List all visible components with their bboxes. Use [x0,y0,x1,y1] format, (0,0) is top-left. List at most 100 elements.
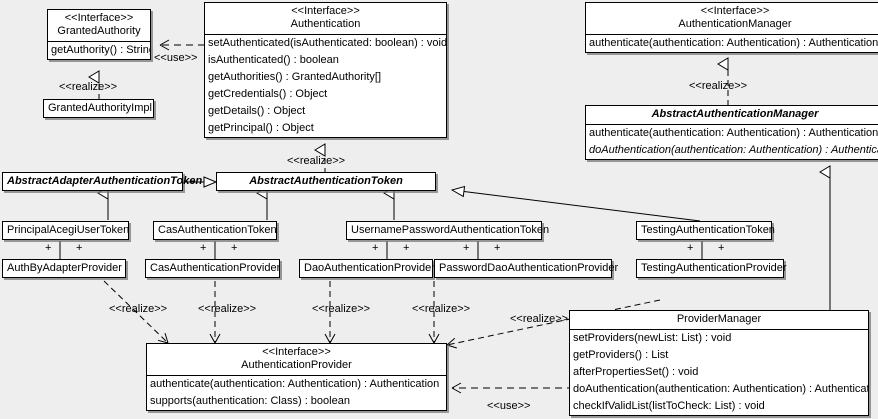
class-name: ProviderManager [676,313,762,325]
class-name: PasswordDaoAuthenticationProvider [439,262,619,274]
class-name: UsernamePasswordAuthenticationToken [351,224,550,236]
class-testing-authentication-token[interactable]: TestingAuthenticationToken [636,221,775,240]
class-name: GrantedAuthority [57,25,141,37]
class-member: doAuthentication(authentication: Authent… [589,144,878,156]
class-header: TestingAuthenticationProvider [637,260,787,277]
association-marker-plus: + [687,242,694,254]
class-dao-authentication-provider[interactable]: DaoAuthenticationProvider [299,259,435,278]
class-name: CasAuthenticationToken [158,224,277,236]
class-header: PrincipalAcegiUserToken [3,222,130,239]
class-member: getCredentials() : Object [208,88,328,100]
class-header: TestingAuthenticationToken [637,222,775,239]
association-marker-plus: + [463,242,470,254]
class-stereotype: <<Interface>> [700,5,770,17]
class-name: TestingAuthenticationProvider [641,262,787,274]
class-name: TestingAuthenticationToken [641,224,775,236]
class-header: <<Interface>> GrantedAuthority [48,10,150,41]
class-name: Authentication [290,18,361,30]
association-marker-plus: + [372,242,379,254]
class-granted-authority[interactable]: <<Interface>> GrantedAuthority getAuthor… [47,9,151,60]
class-members: setAuthenticated(isAuthenticated: boolea… [205,34,446,137]
association-marker-plus: + [76,242,83,254]
edge-label-realize-passworddaoauthenticationprovider: <<realize>> [412,303,471,315]
class-member: checkIfValidList(listToCheck: List) : vo… [573,400,765,412]
class-stereotype: <<Interface>> [64,12,134,24]
class-header: <<Interface>> AuthenticationProvider [147,344,446,375]
class-header: GrantedAuthorityImpl [44,100,153,117]
class-cas-authentication-token[interactable]: CasAuthenticationToken [153,221,277,240]
class-members: setProviders(newList: List) : void getPr… [570,329,868,415]
class-member: supports(authentication: Class) : boolea… [150,395,350,407]
class-members: authenticate(authentication: Authenticat… [586,34,878,52]
edge-label-realize-authbyadapterprovider: <<realize>> [109,303,168,315]
class-member: getPrincipal() : Object [208,122,314,134]
class-header: CasAuthenticationProvider [146,260,281,277]
class-granted-authority-impl[interactable]: GrantedAuthorityImpl [43,99,154,118]
edge-label-realize-daoauthenticationprovider: <<realize>> [312,303,371,315]
association-marker-plus: + [494,242,501,254]
association-marker-plus: + [403,242,410,254]
class-header: UsernamePasswordAuthenticationToken [347,222,550,239]
class-header: AbstractAuthenticationManager [586,106,878,124]
edge-label-realize-abstractauthenticationmanager: <<realize>> [689,80,748,92]
class-name: DaoAuthenticationProvider [304,262,435,274]
class-name: CasAuthenticationProvider [150,262,281,274]
class-members: getAuthority() : String [48,41,150,59]
edge-label-realize-grantedauthorityimpl: <<realize>> [59,81,118,93]
class-authentication[interactable]: <<Interface>> Authentication setAuthenti… [204,2,447,138]
association-marker-plus: + [718,242,725,254]
class-members: authenticate(authentication: Authenticat… [586,124,878,159]
class-stereotype: <<Interface>> [291,5,360,17]
class-abstract-authentication-token[interactable]: AbstractAuthenticationToken [216,172,436,191]
class-header: PasswordDaoAuthenticationProvider [435,260,619,277]
class-name: AbstractAdapterAuthenticationToken [7,175,203,187]
class-member: getAuthorities() : GrantedAuthority[] [208,71,382,83]
edge-label-use-providermanager-authenticationprovider: <<use>> [487,400,531,412]
edge-label-realize-abstractauthenticationtoken: <<realize>> [287,155,346,167]
class-authentication-provider[interactable]: <<Interface>> AuthenticationProvider aut… [146,343,447,411]
class-name: AuthenticationManager [678,18,792,30]
class-name: PrincipalAcegiUserToken [7,224,130,236]
class-header: AbstractAdapterAuthenticationToken [3,173,203,190]
class-member: getAuthority() : String [51,44,150,56]
class-member: authenticate(authentication: Authenticat… [150,378,440,390]
class-stereotype: <<Interface>> [262,346,331,358]
class-header: AuthByAdapterProvider [3,260,125,277]
class-members: authenticate(authentication: Authenticat… [147,375,446,410]
class-abstract-authentication-manager[interactable]: AbstractAuthenticationManager authentica… [585,105,878,160]
class-provider-manager[interactable]: ProviderManager setProviders(newList: Li… [569,310,869,416]
class-member: afterPropertiesSet() : void [573,366,699,378]
class-testing-authentication-provider[interactable]: TestingAuthenticationProvider [636,259,787,278]
class-abstract-adapter-authentication-token[interactable]: AbstractAdapterAuthenticationToken [2,172,203,191]
class-member: doAuthentication(authentication: Authent… [573,383,868,395]
association-marker-plus: + [231,242,238,254]
class-header: <<Interface>> AuthenticationManager [586,3,878,34]
class-name: AbstractAuthenticationManager [651,108,819,120]
class-header: <<Interface>> Authentication [205,3,446,34]
class-member: setAuthenticated(isAuthenticated: boolea… [208,37,446,49]
class-member: getDetails() : Object [208,105,306,117]
class-cas-authentication-provider[interactable]: CasAuthenticationProvider [145,259,280,278]
class-name: AuthenticationProvider [241,359,352,371]
association-marker-plus: + [45,242,52,254]
edge-generalization-testingauthenticationtoken [452,190,701,222]
class-member: authenticate(authentication: Authenticat… [589,37,878,49]
class-authentication-manager[interactable]: <<Interface>> AuthenticationManager auth… [585,2,878,53]
class-member: getProviders() : List [573,349,669,361]
class-password-dao-authentication-provider[interactable]: PasswordDaoAuthenticationProvider [434,259,619,278]
edge-label-realize-providermanager: <<realize>> [510,313,569,325]
class-header: ProviderManager [570,311,868,329]
class-principal-acegi-user-token[interactable]: PrincipalAcegiUserToken [2,221,129,240]
class-name: AbstractAuthenticationToken [249,175,403,187]
class-name: GrantedAuthorityImpl [48,102,152,114]
class-member: isAuthenticated() : boolean [208,54,339,66]
class-member: setProviders(newList: List) : void [573,332,732,344]
class-name: AuthByAdapterProvider [7,262,122,274]
class-auth-by-adapter-provider[interactable]: AuthByAdapterProvider [2,259,126,278]
class-username-password-authentication-token[interactable]: UsernamePasswordAuthenticationToken [346,221,550,240]
association-marker-plus: + [200,242,207,254]
class-header: DaoAuthenticationProvider [300,260,435,277]
edge-label-use-authentication-grantedauthority: <<use>> [154,52,198,64]
class-header: AbstractAuthenticationToken [217,173,435,190]
